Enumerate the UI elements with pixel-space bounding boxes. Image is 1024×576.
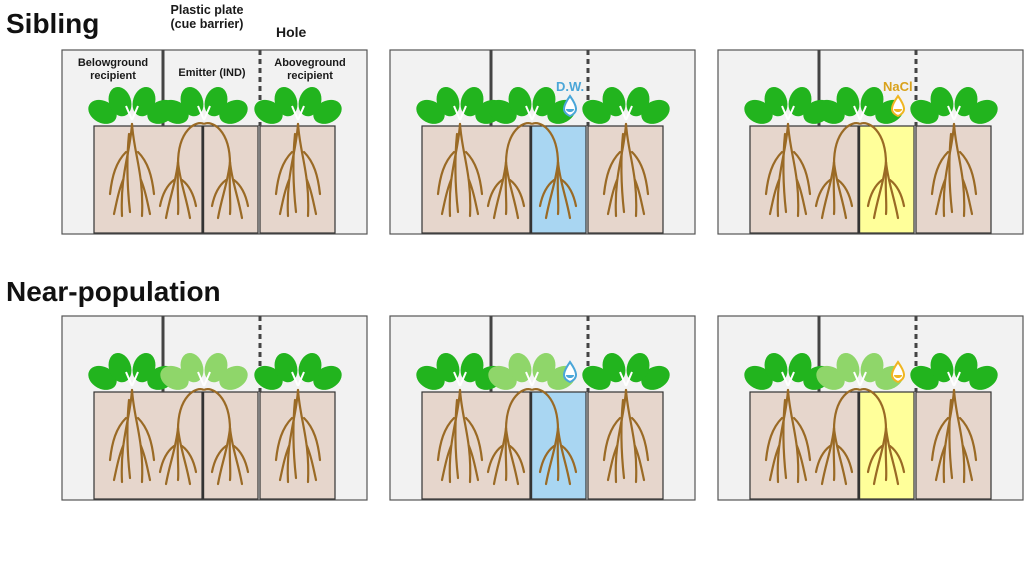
panel-2-2: [389, 315, 696, 501]
label-nacl: NaCl: [883, 79, 913, 94]
aboveground-recipient-roots: [274, 122, 322, 218]
label-aboveground-recipient: Aboveground recipient: [274, 57, 346, 82]
belowground-recipient-roots: [436, 388, 484, 484]
emitter-plant: [816, 352, 904, 390]
annotation-hole: Hole: [276, 24, 307, 40]
soil-compartment-right: [259, 125, 336, 234]
panel-1-1: [61, 49, 368, 235]
emitter-split-roots: [486, 122, 578, 220]
aboveground-recipient-plant: [582, 352, 670, 390]
aboveground-recipient-roots: [602, 388, 650, 484]
emitter-plant: [160, 86, 248, 124]
soil-compartment-left: [421, 125, 531, 234]
soil-compartment-left: [749, 391, 859, 500]
emitter-split-roots: [158, 388, 250, 486]
belowground-recipient-roots: [436, 122, 484, 218]
panel-2-3: [717, 315, 1024, 501]
aboveground-recipient-roots: [930, 122, 978, 218]
emitter-plant: [160, 352, 248, 390]
panel-2-1: [61, 315, 368, 501]
aboveground-recipient-roots: [930, 388, 978, 484]
aboveground-recipient-roots: [274, 388, 322, 484]
soil-compartment-left: [93, 125, 203, 234]
emitter-split-roots: [486, 388, 578, 486]
label-belowground-recipient: Belowground recipient: [77, 57, 149, 82]
emitter-split-roots: [814, 388, 906, 486]
soil-compartment-right: [587, 125, 664, 234]
aboveground-recipient-plant: [582, 86, 670, 124]
aboveground-recipient-plant: [910, 86, 998, 124]
label-emitter: Emitter (IND): [178, 67, 246, 79]
row-title-sibling: Sibling: [6, 8, 100, 39]
belowground-recipient-roots: [108, 388, 156, 484]
aboveground-recipient-plant: [254, 352, 342, 390]
soil-compartment-right: [259, 391, 336, 500]
panel-1-3: [717, 49, 1024, 235]
panel-1-2: [389, 49, 696, 235]
emitter-split-roots: [814, 122, 906, 220]
annotation-plastic-plate: Plastic plate (cue barrier): [170, 3, 244, 32]
aboveground-recipient-roots: [602, 122, 650, 218]
emitter-plant: [816, 86, 904, 124]
soil-compartment-right: [915, 391, 992, 500]
belowground-recipient-roots: [764, 122, 812, 218]
emitter-split-roots: [158, 122, 250, 220]
belowground-recipient-roots: [108, 122, 156, 218]
soil-compartment-right: [587, 391, 664, 500]
soil-compartment-right: [915, 125, 992, 234]
soil-compartment-left: [421, 391, 531, 500]
aboveground-recipient-plant: [910, 352, 998, 390]
label-distilled-water: D.W.: [556, 79, 585, 94]
emitter-plant: [488, 86, 576, 124]
soil-compartment-left: [93, 391, 203, 500]
row-title-near-population: Near-population: [6, 276, 221, 307]
soil-compartment-left: [749, 125, 859, 234]
belowground-recipient-roots: [764, 388, 812, 484]
aboveground-recipient-plant: [254, 86, 342, 124]
